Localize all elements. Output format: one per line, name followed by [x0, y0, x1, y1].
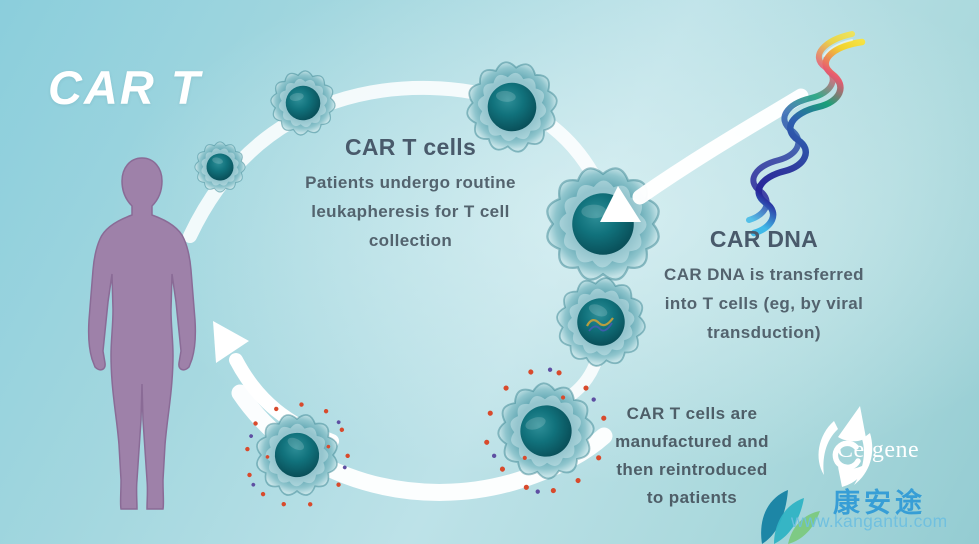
step-transduction-heading: CAR DNA	[709, 226, 819, 252]
step-manufacture-line: CAR T cells are	[626, 404, 758, 423]
step-manufacture-block: CAR T cells are manufactured and then re…	[598, 400, 786, 512]
celgene-logo-icon	[818, 406, 873, 487]
step-transduction-block: CAR DNA CAR DNA is transferred into T ce…	[650, 226, 878, 347]
celgene-logo-text: Celgene	[837, 437, 920, 463]
t-cell-icon	[544, 265, 658, 379]
leaf-decoration-icon	[761, 490, 820, 544]
watermark-name: 康安途	[833, 488, 926, 518]
watermark-url: www.kangantu.com	[791, 511, 948, 531]
step-manufacture-line: then reintroduced	[616, 460, 768, 479]
t-cell-icon	[546, 167, 660, 281]
t-cell-icon	[189, 136, 251, 198]
step-transduction-line: CAR DNA is transferred	[664, 265, 864, 284]
step-collection-heading: CAR T cells	[344, 134, 477, 160]
step-transduction-line: into T cells (eg, by viral	[664, 294, 864, 313]
step-collection-line: leukapheresis for T cell	[311, 202, 510, 221]
step-collection-block: CAR T cells Patients undergo routine leu…	[283, 134, 538, 255]
step-collection-line: Patients undergo routine	[305, 173, 516, 192]
main-title: CAR T	[48, 61, 202, 114]
dna-helix-icon	[746, 31, 866, 237]
human-silhouette-icon	[87, 157, 197, 510]
arrow-to-cell-icon	[600, 88, 809, 222]
step-manufacture-line: manufactured and	[615, 432, 769, 451]
step-manufacture-line: to patients	[646, 488, 738, 507]
step-collection-line: collection	[368, 231, 453, 250]
step-transduction-line: transduction)	[707, 323, 821, 342]
